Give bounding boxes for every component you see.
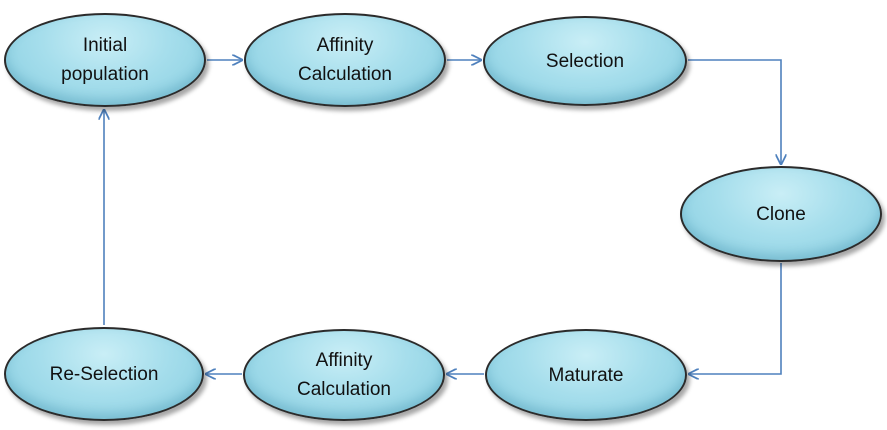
arrow-clone-to-maturate <box>689 263 782 374</box>
node-re-selection: Re-Selection <box>4 327 204 421</box>
node-label-affinity-calculation-top: Affinity Calculation <box>298 35 392 85</box>
node-maturate: Maturate <box>485 329 687 421</box>
node-affinity-calculation-bottom: Affinity Calculation <box>243 329 445 421</box>
node-label-affinity-calculation-bottom: Affinity Calculation <box>297 350 391 400</box>
node-label-maturate: Maturate <box>548 364 624 386</box>
node-label-clone: Clone <box>756 203 806 225</box>
node-initial-population: Initial population <box>4 13 206 107</box>
node-clone: Clone <box>680 166 882 262</box>
node-selection: Selection <box>483 16 687 106</box>
arrow-selection-to-clone <box>688 59 781 164</box>
node-label-initial-population: Initial population <box>61 35 149 85</box>
node-label-re-selection: Re-Selection <box>49 363 159 385</box>
node-affinity-calculation-top: Affinity Calculation <box>244 13 446 107</box>
node-label-selection: Selection <box>545 50 625 72</box>
